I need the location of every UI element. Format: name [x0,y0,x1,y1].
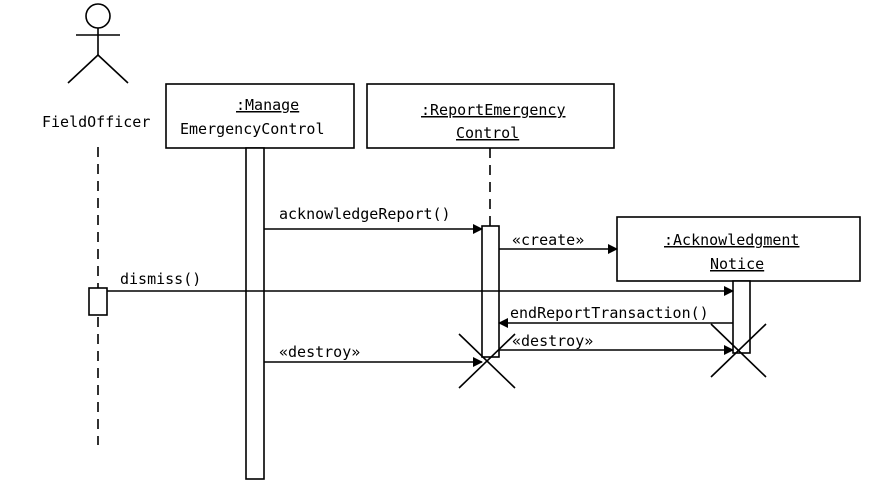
end-report-transaction-label: endReportTransaction() [510,304,709,322]
create-label: «create» [512,231,584,249]
dismiss-label: dismiss() [120,270,201,288]
acknowledgment-notice-box [616,216,861,282]
destroy-report-label: «destroy» [279,343,360,361]
acknowledge-report-label: acknowledgeReport() [279,205,451,223]
field-officer-activation [88,287,108,316]
actor-name: FieldOfficer [42,113,150,131]
actor-leg-right [97,54,129,84]
actor-leg-left [67,54,99,84]
acknowledgment-notice-title-1: :Acknowledgment [664,231,799,249]
manage-emergency-control-box [165,83,355,149]
report-emergency-control-destroy-icon [458,333,516,389]
report-emergency-control-box [366,83,615,149]
manage-emergency-control-title-2: EmergencyControl [180,120,325,138]
field-officer-actor: FieldOfficer [42,3,150,131]
manage-emergency-control-title-1: :Manage [236,96,299,114]
actor-head-icon [85,3,111,29]
destroy-notice-label: «destroy» [512,332,593,350]
acknowledgment-notice-destroy-icon [710,323,767,378]
manage-emergency-control-activation [245,147,265,480]
report-emergency-control-title-1: :ReportEmergency [421,101,566,119]
acknowledgment-notice-title-2: Notice [710,255,764,273]
report-emergency-control-title-2: Control [456,124,519,142]
